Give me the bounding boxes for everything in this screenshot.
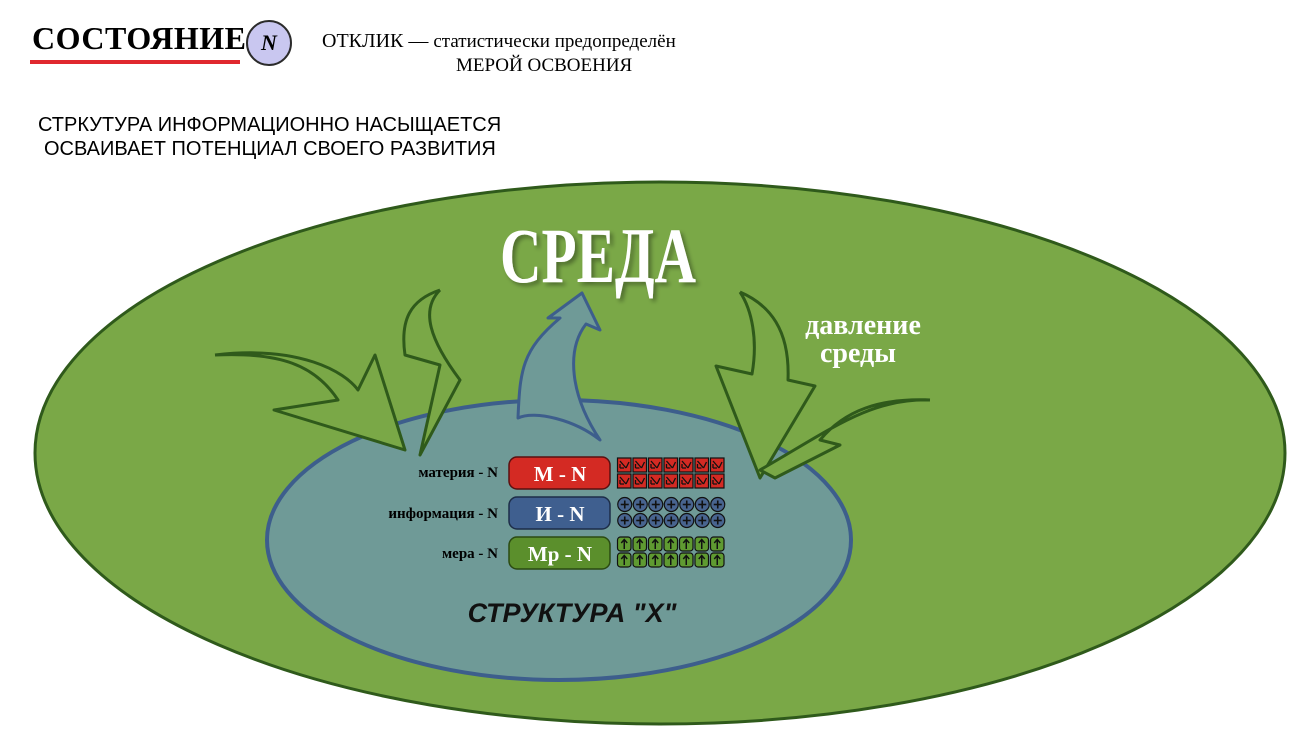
structure-cell [710, 512, 726, 529]
structure-cell [679, 496, 695, 513]
box-matter-label: М - N [534, 462, 586, 486]
response-text-2: МЕРОЙ ОСВОЕНИЯ [456, 55, 633, 76]
structure-cell [632, 496, 648, 513]
box-information-label: И - N [536, 502, 585, 526]
pressure-arrow-left-1 [214, 351, 407, 452]
structure-cell [632, 473, 648, 489]
description-line-1: СТРКУТУРА ИНФОРМАЦИОННО НАСЫЩАЕТСЯ [38, 114, 502, 136]
structure-cell [617, 496, 633, 513]
structure-cell [663, 552, 679, 568]
information-cells [617, 496, 726, 529]
box-information: И - N [508, 496, 611, 530]
structure-cell [647, 473, 663, 489]
structure-cell [678, 473, 694, 489]
response-line: ОТКЛИК — статистически предопределён [322, 30, 676, 53]
structure-cell [678, 552, 694, 568]
structure-cell [678, 536, 694, 552]
structure-cell [694, 536, 710, 552]
row-label-information: информация - N [388, 506, 498, 522]
structure-cell [694, 496, 710, 513]
box-measure: Мр - N [508, 536, 611, 570]
structure-cell [648, 496, 664, 513]
structure-cell [617, 512, 633, 529]
row-label-measure: мера - N [442, 546, 498, 562]
structure-title: СТРУКТУРА "Х" [468, 598, 678, 628]
structure-cell [710, 496, 726, 513]
state-symbol-circle: N [246, 20, 292, 66]
structure-cell [694, 473, 710, 489]
structure-cell [616, 552, 632, 568]
structure-cell [709, 536, 725, 552]
structure-cell [663, 496, 679, 513]
central-up-arrow [516, 291, 602, 442]
structure-cell [648, 512, 664, 529]
structure-cell [663, 512, 679, 529]
state-symbol: N [261, 30, 277, 55]
structure-cell [694, 457, 710, 473]
environment-title: СРЕДА [500, 212, 696, 299]
structure-cell [694, 552, 710, 568]
response-label: ОТКЛИК [322, 30, 404, 52]
structure-cell [632, 536, 648, 552]
pressure-label-2: среды [820, 338, 896, 369]
structure-cell [647, 457, 663, 473]
structure-cell [632, 552, 648, 568]
structure-cell [709, 552, 725, 568]
structure-cell [616, 473, 632, 489]
structure-cell [647, 536, 663, 552]
description-line-2: ОСВАИВАЕТ ПОТЕНЦИАЛ СВОЕГО РАЗВИТИЯ [44, 138, 496, 160]
box-measure-label: Мр - N [528, 542, 592, 566]
title-underline [30, 60, 240, 64]
structure-cell [663, 536, 679, 552]
structure-cell [679, 512, 695, 529]
pressure-arrow-left-2 [402, 288, 462, 457]
response-dash: — [408, 30, 429, 52]
response-text-1: статистически предопределён [433, 31, 676, 52]
structure-cell [709, 473, 725, 489]
structure-cell [663, 473, 679, 489]
pressure-arrow-right-2 [758, 398, 931, 480]
state-title: СОСТОЯНИЕ [32, 20, 247, 56]
pressure-label-1: давление [805, 310, 921, 341]
matter-cells [616, 457, 725, 489]
structure-cell [616, 457, 632, 473]
pressure-arrow-right-1 [714, 290, 817, 480]
measure-cells [616, 536, 725, 568]
structure-cell [694, 512, 710, 529]
structure-cell [647, 552, 663, 568]
structure-cell [709, 457, 725, 473]
structure-cell [632, 457, 648, 473]
structure-cell [663, 457, 679, 473]
row-label-matter: материя - N [418, 465, 498, 481]
structure-cell [616, 536, 632, 552]
structure-cell [678, 457, 694, 473]
structure-cell [632, 512, 648, 529]
box-matter: М - N [508, 456, 611, 490]
